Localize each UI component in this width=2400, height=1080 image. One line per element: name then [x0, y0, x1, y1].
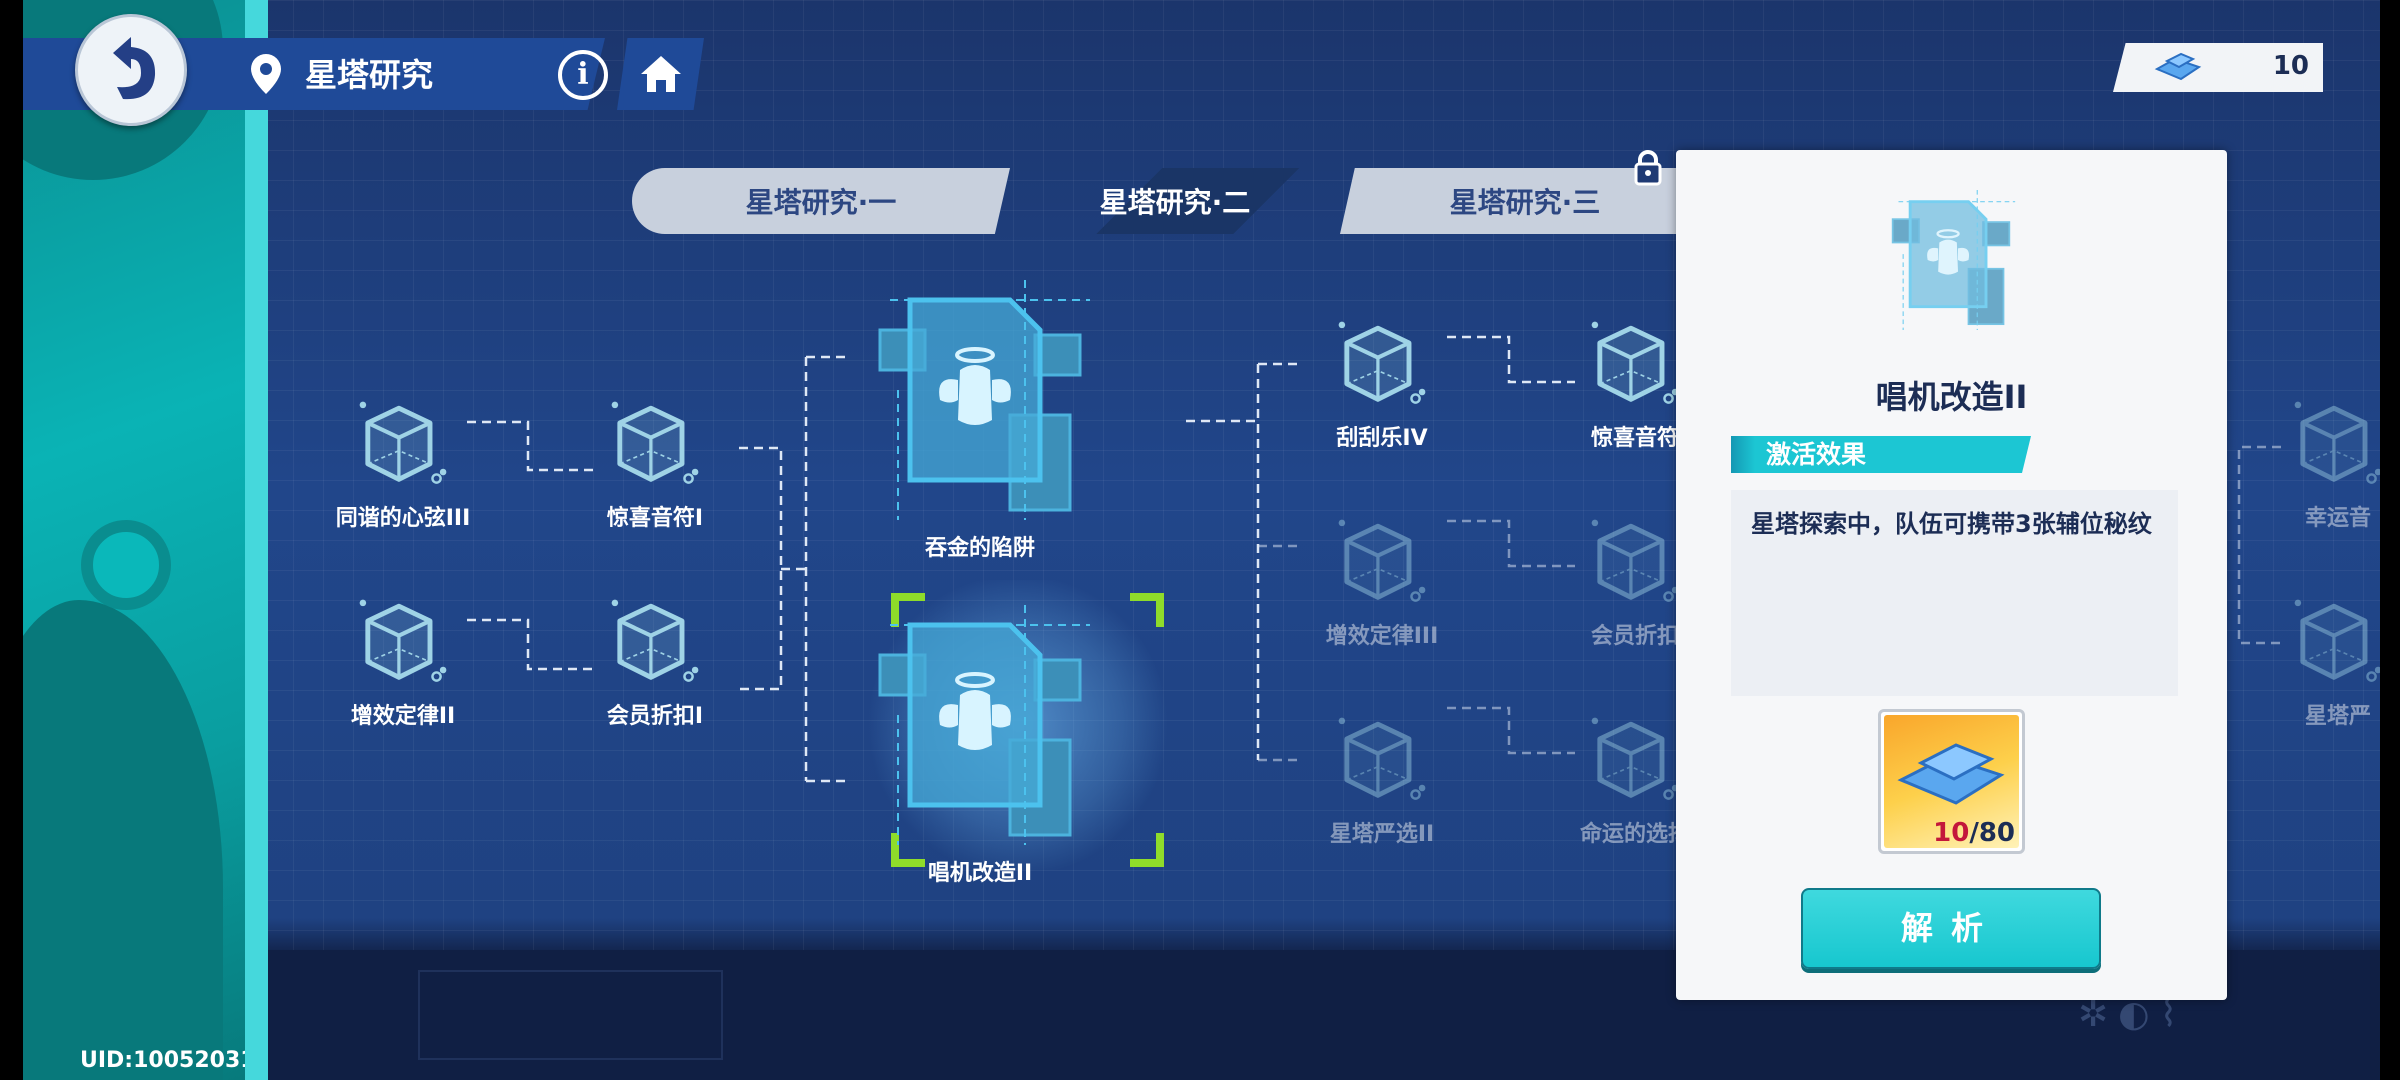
- cube-icon: [1337, 320, 1427, 410]
- node-jingxi-yinfu-1[interactable]: 惊喜音符I: [545, 400, 765, 532]
- cost-separator: /: [1969, 818, 1979, 848]
- node-guaguale-4[interactable]: 刮刮乐IV: [1272, 320, 1492, 452]
- cost-have: 10: [1933, 818, 1970, 848]
- cost-count: 10/80: [1933, 818, 2015, 848]
- node-label: 星塔严: [2304, 704, 2371, 729]
- section-header: 激活效果: [1731, 436, 2031, 473]
- connector: [1186, 362, 1301, 760]
- uid-label: UID:100520318: [80, 1048, 245, 1073]
- crystal-ingot-icon: [1897, 743, 2005, 805]
- node-huiyuan-zhekou[interactable]: 会员折扣: [1525, 518, 1745, 650]
- node-huiyuan-zhekou-1[interactable]: 会员折扣I: [545, 598, 765, 730]
- back-button[interactable]: [75, 14, 187, 126]
- node-tunjin-xianjing[interactable]: 吞金的陷阱: [850, 280, 1110, 562]
- node-tongxie-xinxian-3[interactable]: 同谐的心弦III: [293, 400, 513, 532]
- cube-icon: [2293, 598, 2380, 688]
- node-label: 幸运音: [2304, 506, 2371, 531]
- cube-icon: [1337, 518, 1427, 608]
- node-label: 惊喜音符I: [606, 506, 704, 531]
- decorative-watermark: [418, 970, 723, 1060]
- connector: [2237, 445, 2281, 645]
- analyze-button[interactable]: 解析: [1801, 888, 2101, 969]
- left-stripe: [245, 0, 268, 1080]
- lock-icon: [1634, 150, 1662, 186]
- connector-lines: [467, 335, 2281, 783]
- node-label: 刮刮乐IV: [1336, 426, 1428, 451]
- cube-icon: [1337, 716, 1427, 806]
- node-label: 增效定律II: [350, 704, 456, 729]
- cube-icon: [610, 400, 700, 490]
- connector: [467, 618, 594, 671]
- info-icon: i: [577, 57, 589, 92]
- cube-icon: [610, 598, 700, 688]
- selection-corner: [891, 833, 925, 867]
- page-title: 星塔研究: [305, 56, 434, 94]
- location-pin-icon: [251, 54, 281, 94]
- doc-angel-icon: [1881, 190, 2021, 330]
- connector: [467, 420, 594, 472]
- tab-research-2[interactable]: 星塔研究·二: [980, 168, 1370, 234]
- crystal-ingot-icon: [2154, 52, 2202, 81]
- node-label: 唱机改造II: [927, 861, 1033, 886]
- node-zengxiao-dinglv-2[interactable]: 增效定律II: [293, 598, 513, 730]
- node-changji-gaizao-2[interactable]: 唱机改造II: [850, 605, 1110, 887]
- decorative-icons: ✲◐⌇: [2078, 994, 2188, 1035]
- node-label: 星塔严选II: [1329, 822, 1435, 847]
- cube-icon: [1590, 716, 1680, 806]
- node-label: 同谐的心弦III: [335, 506, 471, 531]
- node-mingyun-xuanze[interactable]: 命运的选择: [1525, 716, 1745, 848]
- cube-icon: [1590, 320, 1680, 410]
- currency-display: 10: [2113, 43, 2323, 92]
- connector: [781, 355, 850, 783]
- node-xingta-yanxuan-2[interactable]: 星塔严选II: [1272, 716, 1492, 848]
- cube-icon: [1590, 518, 1680, 608]
- node-label: 会员折扣I: [606, 704, 704, 729]
- home-button[interactable]: [617, 38, 704, 110]
- selection-corner: [891, 593, 925, 627]
- doc-angel-icon: [860, 605, 1100, 845]
- effect-description: 星塔探索中，队伍可携带3张辅位秘纹: [1731, 490, 2178, 696]
- node-zengxiao-dinglv-3[interactable]: 增效定律III: [1272, 518, 1492, 650]
- node-label: 增效定律III: [1325, 624, 1439, 649]
- currency-value: 10: [2272, 51, 2309, 81]
- cube-icon: [358, 598, 448, 688]
- detail-panel: 唱机改造II 激活效果 星塔探索中，队伍可携带3张辅位秘纹 10/80 解析: [1676, 150, 2227, 1000]
- home-icon: [640, 56, 681, 92]
- info-button[interactable]: i: [558, 50, 608, 100]
- detail-title: 唱机改造II: [1875, 378, 2028, 416]
- back-arrow-icon: [113, 37, 156, 100]
- cost-need: 80: [1978, 818, 2015, 848]
- cube-icon: [358, 400, 448, 490]
- connector: [1258, 519, 1575, 762]
- node-label: 会员折扣: [1590, 624, 1679, 649]
- node-label: 惊喜音符: [1590, 426, 1679, 451]
- node-jingxi-yinfu[interactable]: 惊喜音符: [1525, 320, 1745, 452]
- cube-icon: [2293, 400, 2380, 490]
- research-screen: ✲◐⌇ UID:100520318 星塔研究 i 10 星塔研究·一 星塔研究·…: [23, 0, 2380, 1080]
- node-xingta-yan[interactable]: 星塔严: [2228, 598, 2380, 730]
- tab-research-1[interactable]: 星塔研究·一: [632, 168, 1010, 234]
- node-xingyun-yin[interactable]: 幸运音: [2228, 400, 2380, 532]
- node-label: 吞金的陷阱: [924, 536, 1035, 561]
- cost-item[interactable]: 10/80: [1878, 709, 2025, 854]
- selection-corner: [1130, 593, 1164, 627]
- connector: [1447, 335, 1575, 384]
- node-label: 命运的选择: [1579, 822, 1690, 847]
- selection-corner: [1130, 833, 1164, 867]
- connector: [739, 446, 783, 691]
- doc-angel-icon: [860, 280, 1100, 520]
